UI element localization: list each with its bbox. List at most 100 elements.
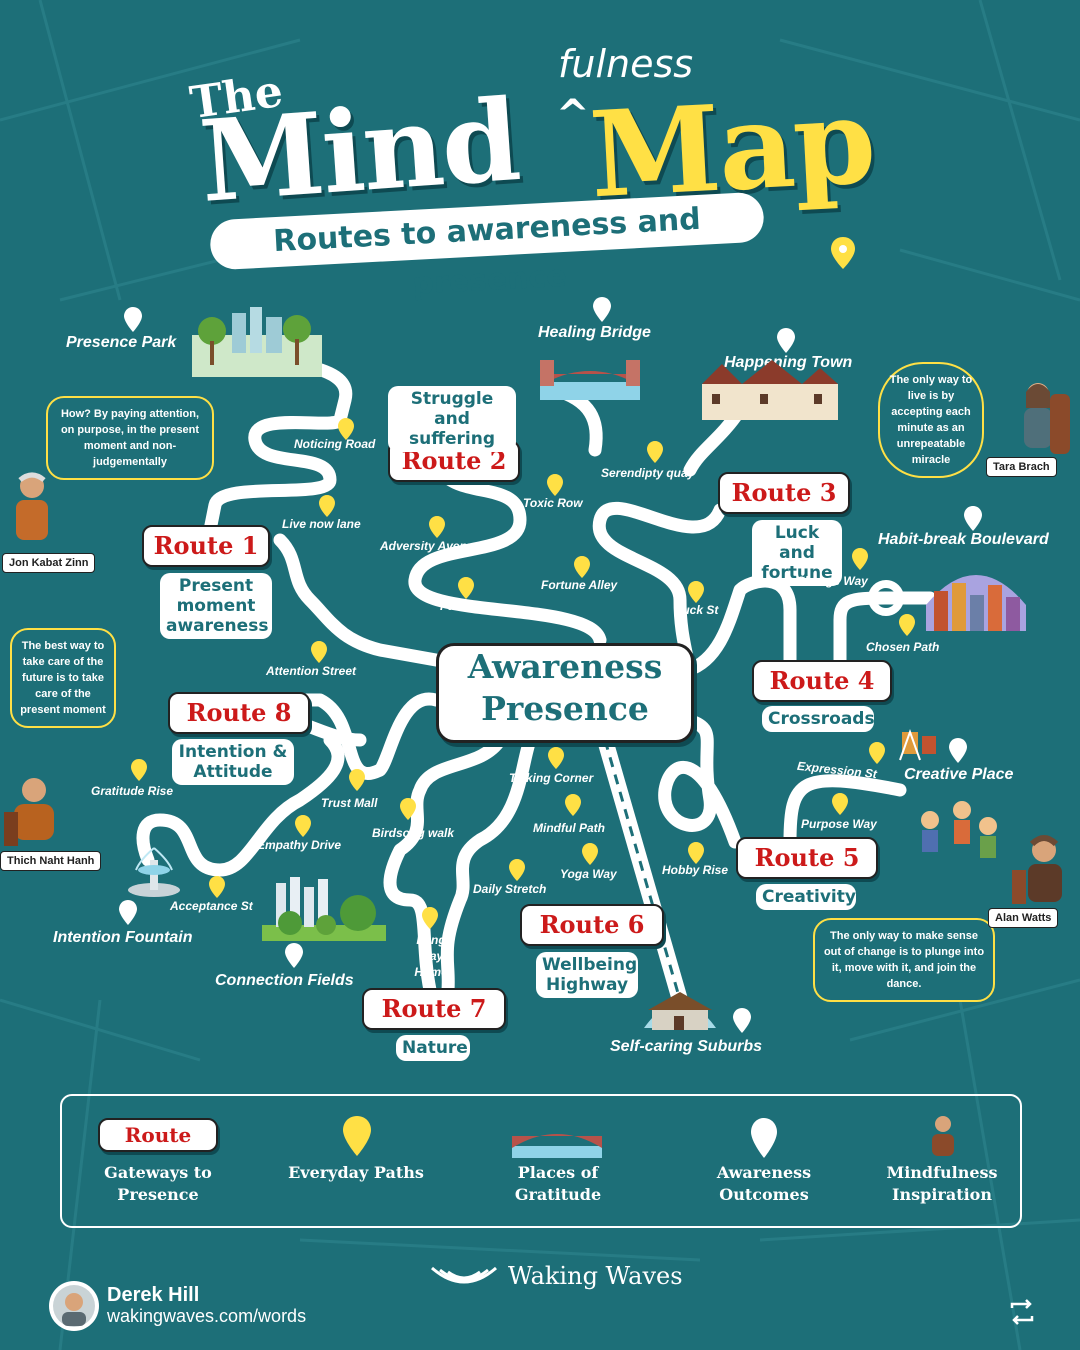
city-illustration — [926, 575, 1026, 631]
yellow-pin-icon — [343, 1116, 371, 1156]
street-live-now-lane: Live now lane — [282, 517, 361, 531]
jon-kabat-zinn-portrait — [16, 472, 48, 540]
place-presence-park: Presence Park — [66, 334, 177, 351]
route-8-destination: Intention & Attitude — [172, 739, 294, 785]
legend-label-awareness-outcomes: Awareness Outcomes — [716, 1163, 812, 1204]
brand-name: Waking Waves — [508, 1262, 683, 1290]
street-fortune-alley: Fortune Alley — [541, 578, 618, 592]
white-pin-icon — [733, 1008, 751, 1033]
name-tag-jon-kabat-zinn: Jon Kabat Zinn — [2, 553, 96, 573]
name-tag-thich-naht-hanh: Thich Naht Hanh — [0, 851, 102, 871]
tara-brach-portrait — [1024, 383, 1070, 454]
street-long-way-home: Long Way Home — [414, 933, 448, 979]
legend-panel — [60, 1094, 1022, 1228]
white-pin-icon — [285, 943, 303, 968]
street-trust-mall: Trust Mall — [321, 796, 378, 810]
legend-label-gateways: Gateways to Presence — [104, 1163, 212, 1204]
hub-line-1: Awareness — [467, 647, 663, 686]
quote-tara-brach: The only way to live is by accepting eac… — [878, 362, 984, 478]
place-intention-fountain: Intention Fountain — [53, 929, 193, 946]
white-pin-icon — [593, 297, 611, 322]
title-caret: ^ — [556, 92, 590, 138]
route-1-destination: Present moment awareness — [160, 573, 272, 639]
white-pin-icon — [124, 307, 142, 332]
route-5-destination: Creativity — [756, 884, 856, 910]
bridge-icon — [512, 1134, 602, 1158]
street-pain-lane: Pain Lane — [440, 599, 497, 613]
route-8-sign[interactable]: Route 8 — [168, 692, 310, 734]
quote-jon-kabat-zinn: How? By paying attention, on purpose, in… — [46, 396, 214, 480]
place-happening-town: Happening Town — [724, 354, 853, 371]
legend-label-places-of-gratitude: Places of Gratitude — [514, 1163, 602, 1204]
route-4-destination: Crossroads — [762, 706, 875, 732]
author-avatar — [49, 1281, 99, 1331]
street-yoga-way: Yoga Way — [560, 867, 617, 881]
street-birdsong-walk: Birdsong walk — [372, 826, 455, 840]
route-5-sign[interactable]: Route 5 — [736, 837, 878, 879]
quote-alan-watts: The only way to make sense out of change… — [813, 918, 995, 1002]
white-pin-icon — [777, 328, 795, 353]
repost-icon[interactable] — [1006, 1296, 1038, 1328]
yellow-pin-icon — [831, 237, 855, 269]
street-gratitude-rise: Gratitude Rise — [91, 784, 174, 798]
road-network — [136, 358, 937, 997]
name-tag-tara-brach: Tara Brach — [986, 457, 1057, 477]
thich-naht-hanh-portrait — [4, 778, 54, 846]
route-6-sign[interactable]: Route 6 — [520, 904, 664, 946]
roundabout — [868, 580, 904, 616]
route-7-sign[interactable]: Route 7 — [362, 988, 506, 1030]
street-daily-stretch: Daily Stretch — [473, 882, 547, 896]
white-pin-icon — [964, 506, 982, 531]
street-noticing-road: Noticing Road — [294, 437, 376, 451]
wellbeing-highway — [597, 737, 688, 1003]
place-habit-break-boulevard: Habit-break Boulevard — [878, 531, 1049, 548]
route-3-destination: Luck and fortune — [752, 520, 842, 586]
awareness-presence-hub[interactable]: Awareness Presence — [436, 643, 694, 743]
name-tag-alan-watts: Alan Watts — [988, 908, 1059, 928]
fields-illustration — [262, 877, 386, 941]
route-2-destination: Struggle and suffering — [388, 386, 516, 452]
legend-route-sample: Route — [98, 1118, 218, 1152]
street-mindful-path: Mindful Path — [533, 821, 605, 835]
white-pin-icon — [751, 1118, 777, 1158]
street-toxic-row: Toxic Row — [523, 496, 583, 510]
street-empathy-drive: Empathy Drive — [257, 838, 342, 852]
street-hobby-rise: Hobby Rise — [662, 863, 729, 877]
author-url[interactable]: wakingwaves.com/words — [107, 1306, 307, 1326]
route-6-destination: Wellbeing Highway — [536, 952, 638, 998]
street-attention-street: Attention Street — [266, 664, 356, 678]
creative-people-illustration — [921, 801, 997, 858]
title-fulness: fulness — [558, 42, 694, 86]
route-1-sign[interactable]: Route 1 — [142, 525, 270, 567]
street-adversity-avenue: Adversity Avenue — [380, 539, 481, 553]
place-healing-bridge: Healing Bridge — [538, 324, 651, 341]
person-icon — [932, 1116, 954, 1156]
street-acceptance-st: Acceptance St — [170, 899, 253, 913]
street-serendipty-quay: Serendipty quay — [601, 466, 695, 480]
alan-watts-portrait — [1012, 835, 1062, 904]
street-change-way: Change Way — [796, 574, 868, 588]
route-3-sign[interactable]: Route 3 — [718, 472, 850, 514]
bridge-illustration — [540, 360, 640, 400]
route-7-destination: Nature — [396, 1035, 470, 1061]
street-pins — [131, 418, 915, 929]
place-connection-fields: Connection Fields — [215, 972, 354, 989]
white-pin-icon — [949, 738, 967, 763]
place-creative-place: Creative Place — [904, 766, 1014, 783]
street-purpose-way: Purpose Way — [801, 817, 877, 831]
place-self-caring-suburbs: Self-caring Suburbs — [610, 1038, 763, 1055]
street-talking-corner: Talking Corner — [509, 771, 594, 785]
suburbs-illustration — [644, 992, 716, 1030]
fountain-illustration — [128, 847, 180, 897]
town-illustration — [702, 360, 838, 420]
legend-label-everyday-paths: Everyday Paths — [288, 1163, 424, 1182]
legend-label-mindfulness-inspiration: Mindfulness Inspiration — [886, 1163, 998, 1204]
waking-waves-logo-icon — [431, 1266, 497, 1284]
white-pin-icon — [119, 900, 137, 925]
route-4-sign[interactable]: Route 4 — [752, 660, 892, 702]
easel-illustration — [899, 729, 936, 761]
hub-line-2: Presence — [481, 689, 649, 728]
street-chosen-path: Chosen Path — [866, 640, 940, 654]
quote-thich-naht-hanh: The best way to take care of the future … — [10, 628, 116, 728]
